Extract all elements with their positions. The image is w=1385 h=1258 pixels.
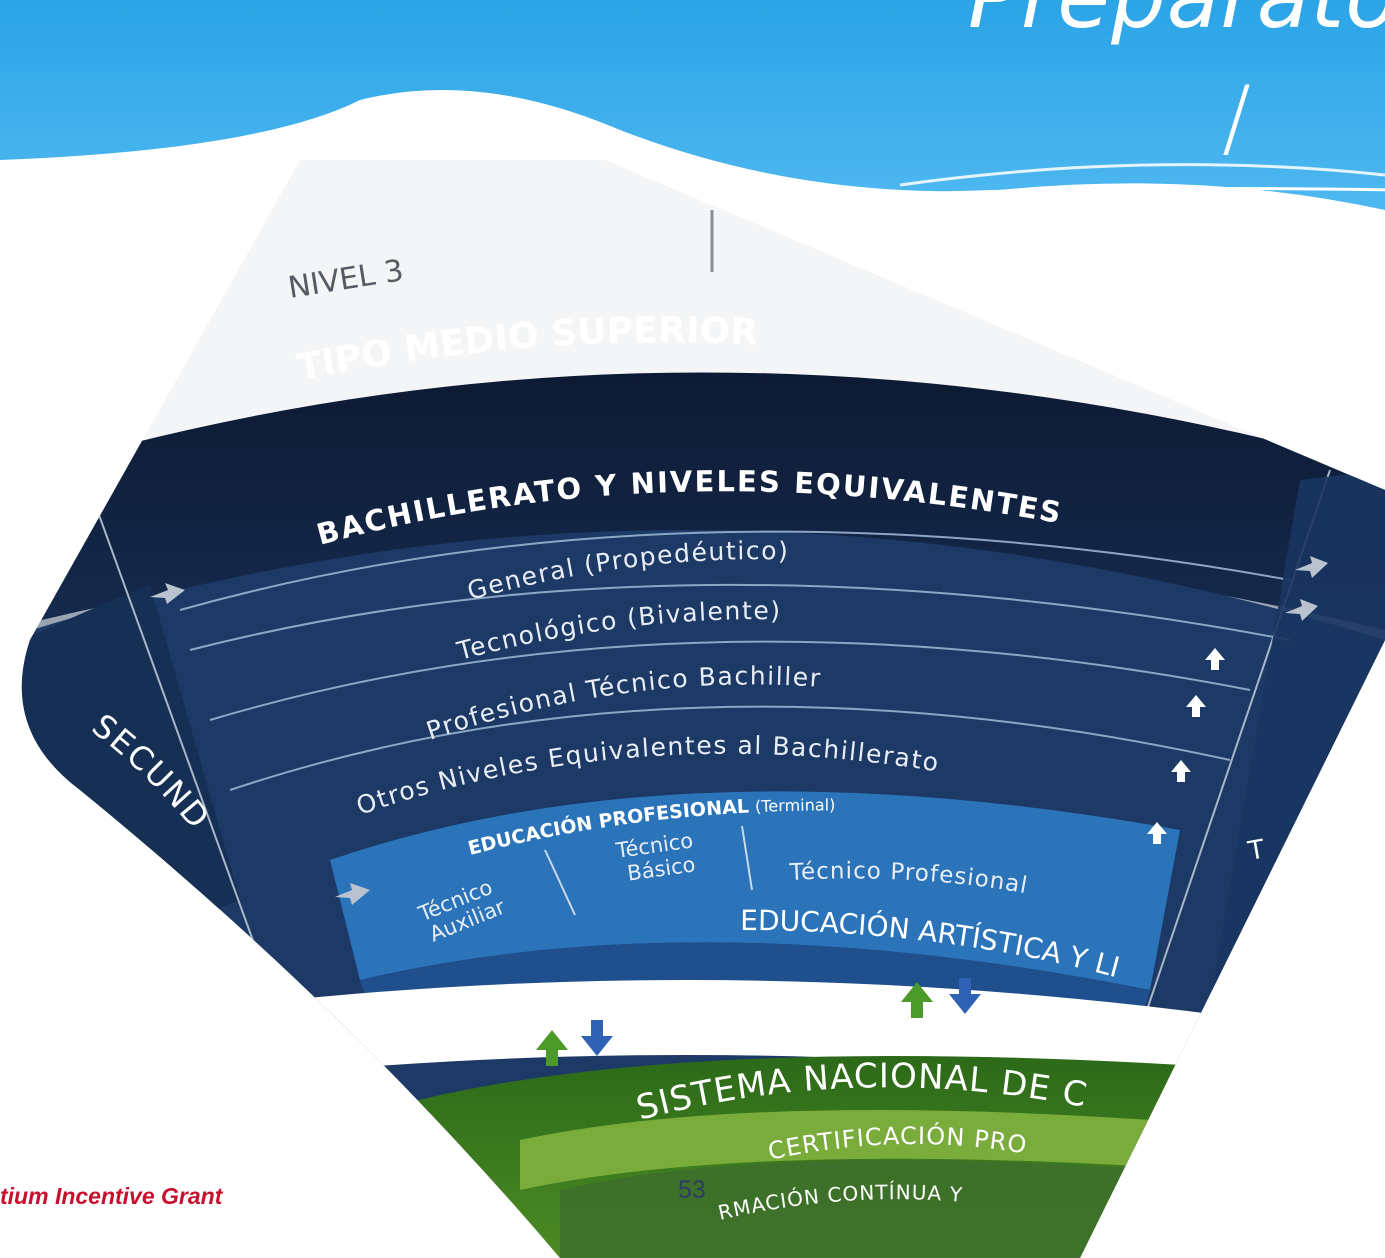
header-background [0,0,1385,210]
right-partial-label: T [1245,835,1267,867]
arrow-up-icon [536,982,933,1066]
arrow-right-icon [150,556,1328,905]
nivel-4-label: NIVE [911,251,985,293]
education-system-diagram: NIVEL 3 NIVE TIPO MEDIO SUPERIOR BACHILL… [21,160,1385,1258]
title-strike-line [760,187,1385,204]
footer-organization: tium Incentive Grant [0,1183,223,1209]
slide-title-line-1: Preparato [968,0,1385,48]
slide-title-line-3: High Scho [984,188,1385,288]
slide-title-line-2: / [1222,68,1252,168]
arrow-down-icon [581,978,981,1056]
arrow-up-icon [1147,648,1225,844]
page-number: 53 [678,1176,706,1204]
tecnico-auxiliar-label: Técnico Auxiliar [414,872,510,947]
